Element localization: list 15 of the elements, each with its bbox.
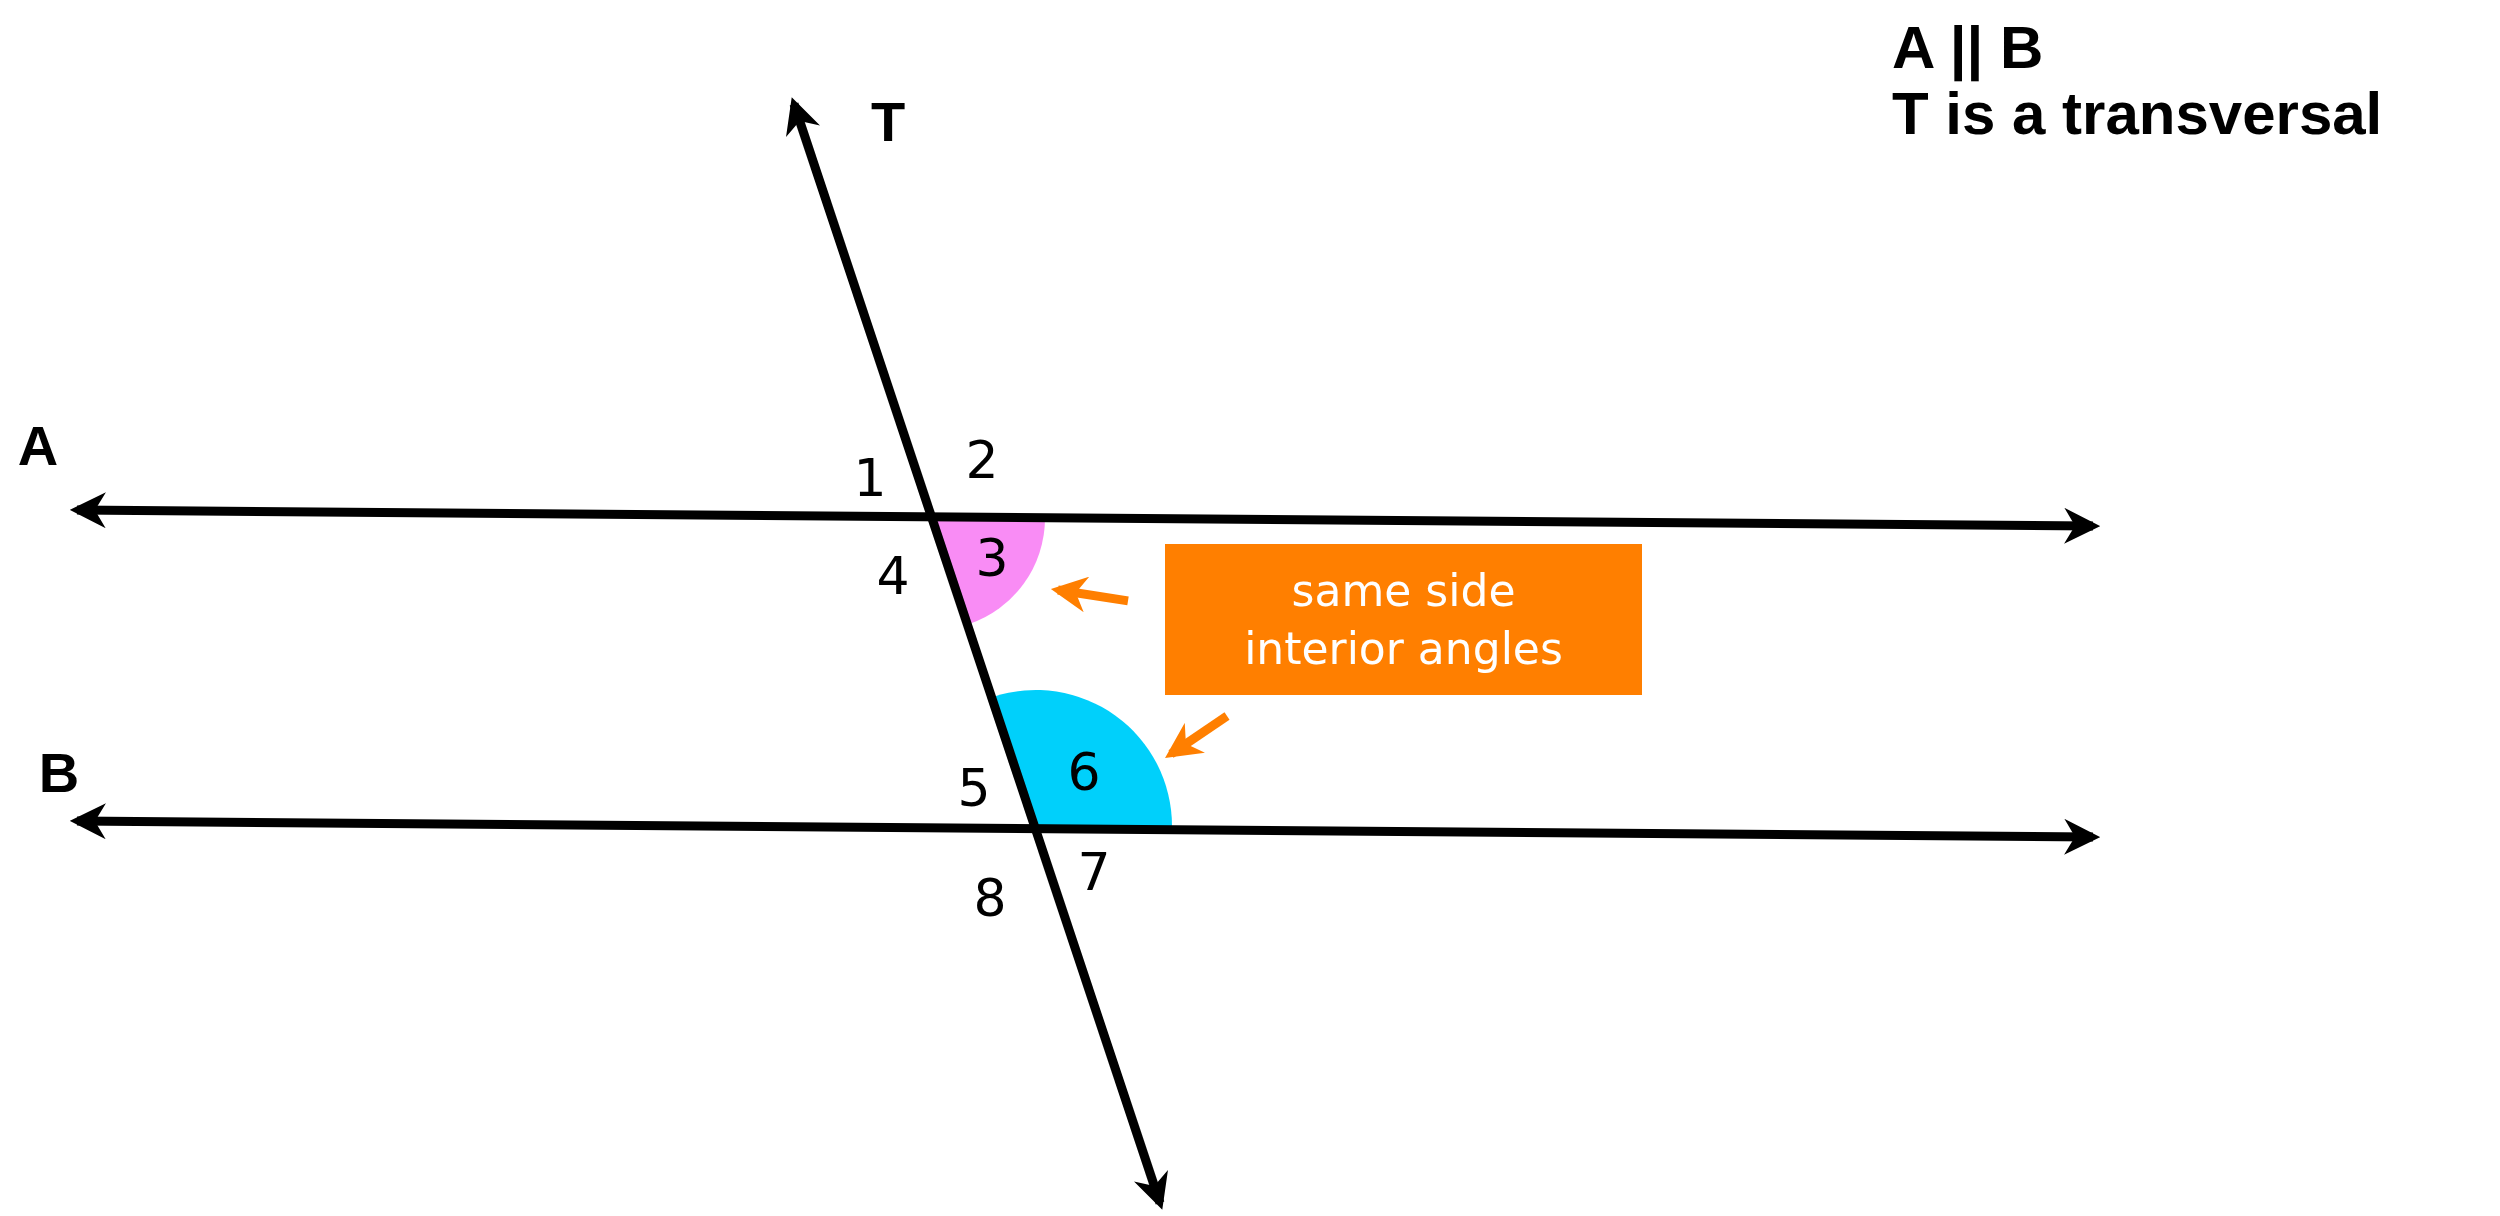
- line-label: A: [17, 418, 59, 474]
- line-label: T: [870, 94, 906, 150]
- line-label: B: [38, 745, 80, 801]
- callout-box: same side interior angles: [1165, 544, 1642, 695]
- arrow: [1050, 576, 1129, 613]
- angle-number: 7: [1077, 846, 1111, 898]
- angle-number: 2: [965, 434, 999, 486]
- angle-number: 4: [876, 550, 910, 602]
- angle-number: 6: [1067, 746, 1101, 798]
- angle-number: 1: [853, 452, 887, 504]
- angle-number: 5: [957, 762, 991, 814]
- angle-number: 3: [975, 532, 1009, 584]
- note-text: T is a transversal: [1892, 84, 2383, 144]
- arrow: [1165, 712, 1230, 758]
- angle-number: 8: [973, 872, 1007, 924]
